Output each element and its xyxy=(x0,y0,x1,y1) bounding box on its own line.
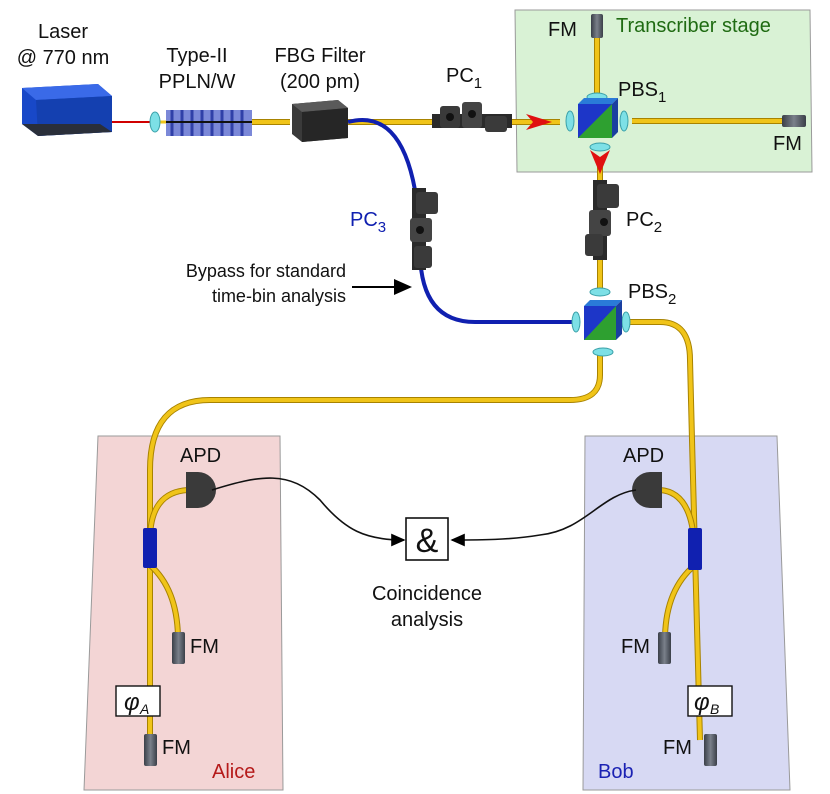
bob-panel xyxy=(582,435,791,791)
bob-coupler xyxy=(688,528,702,570)
bypass-label-line1: Bypass for standard xyxy=(186,261,346,281)
ppln-waveguide xyxy=(149,110,252,136)
output-arrow-red xyxy=(590,150,610,174)
input-arrow-red xyxy=(526,114,552,130)
laser-wavelength-label: @ 770 nm xyxy=(17,47,110,69)
fbg-label-line2: (200 pm) xyxy=(280,71,360,93)
pc3-controller xyxy=(410,188,438,270)
fbg-label-line1: FBG Filter xyxy=(274,45,365,67)
fm-label-alice-mid: FM xyxy=(190,636,219,658)
fm-label-right: FM xyxy=(773,133,802,155)
fm-label-bob-bottom: FM xyxy=(663,737,692,759)
fm-alice-mid xyxy=(172,632,185,664)
phase-alice-sub: A xyxy=(139,701,149,717)
alice-label: Alice xyxy=(212,761,255,783)
fm-alice-bottom xyxy=(144,734,157,766)
pbs1-cube xyxy=(565,92,629,152)
fm-bob-bottom xyxy=(704,734,717,766)
pc3-label: PC3 xyxy=(350,209,386,236)
coincidence-label-line2: analysis xyxy=(391,609,463,631)
phase-box-alice xyxy=(115,685,161,717)
phase-bob-phi: φ xyxy=(694,689,710,716)
alice-coupler xyxy=(143,528,157,568)
coincidence-label-line1: Coincidence xyxy=(372,583,482,605)
bob-apd xyxy=(632,472,662,508)
bob-signal-cable xyxy=(450,489,637,547)
pc2-label: PC2 xyxy=(626,209,662,236)
pbs2-label: PBS2 xyxy=(628,281,676,308)
alice-signal-cable xyxy=(211,477,406,547)
fm-label-top: FM xyxy=(548,19,577,41)
pc2-controller xyxy=(585,180,619,260)
fm-label-bob-mid: FM xyxy=(621,636,650,658)
pbs1-label: PBS1 xyxy=(618,79,666,106)
phase-alice-phi: φ xyxy=(124,689,140,716)
phase-box-bob xyxy=(687,685,733,717)
laser-label: Laser xyxy=(38,21,88,43)
bob-apd-label: APD xyxy=(623,445,664,467)
fm-transcriber-top xyxy=(591,14,603,38)
coincidence-box xyxy=(405,517,449,561)
alice-apd xyxy=(186,472,216,508)
coincidence-symbol: & xyxy=(416,522,439,560)
fbg-filter xyxy=(292,100,348,142)
pc1-label: PC1 xyxy=(446,65,482,92)
transcriber-label: Transcriber stage xyxy=(616,15,771,37)
ppln-label-line2: PPLN/W xyxy=(159,71,236,93)
alice-apd-label: APD xyxy=(180,445,221,467)
fm-label-alice-bottom: FM xyxy=(162,737,191,759)
fm-transcriber-right xyxy=(782,115,806,127)
pc1-controller xyxy=(432,102,512,132)
laser-source xyxy=(22,84,112,136)
phase-bob-sub: B xyxy=(710,701,719,717)
fm-bob-mid xyxy=(658,632,671,664)
ppln-label-line1: Type-II xyxy=(166,45,227,67)
bypass-label-line2: time-bin analysis xyxy=(212,286,346,306)
pbs2-cube xyxy=(571,287,631,357)
bob-label: Bob xyxy=(598,761,634,783)
